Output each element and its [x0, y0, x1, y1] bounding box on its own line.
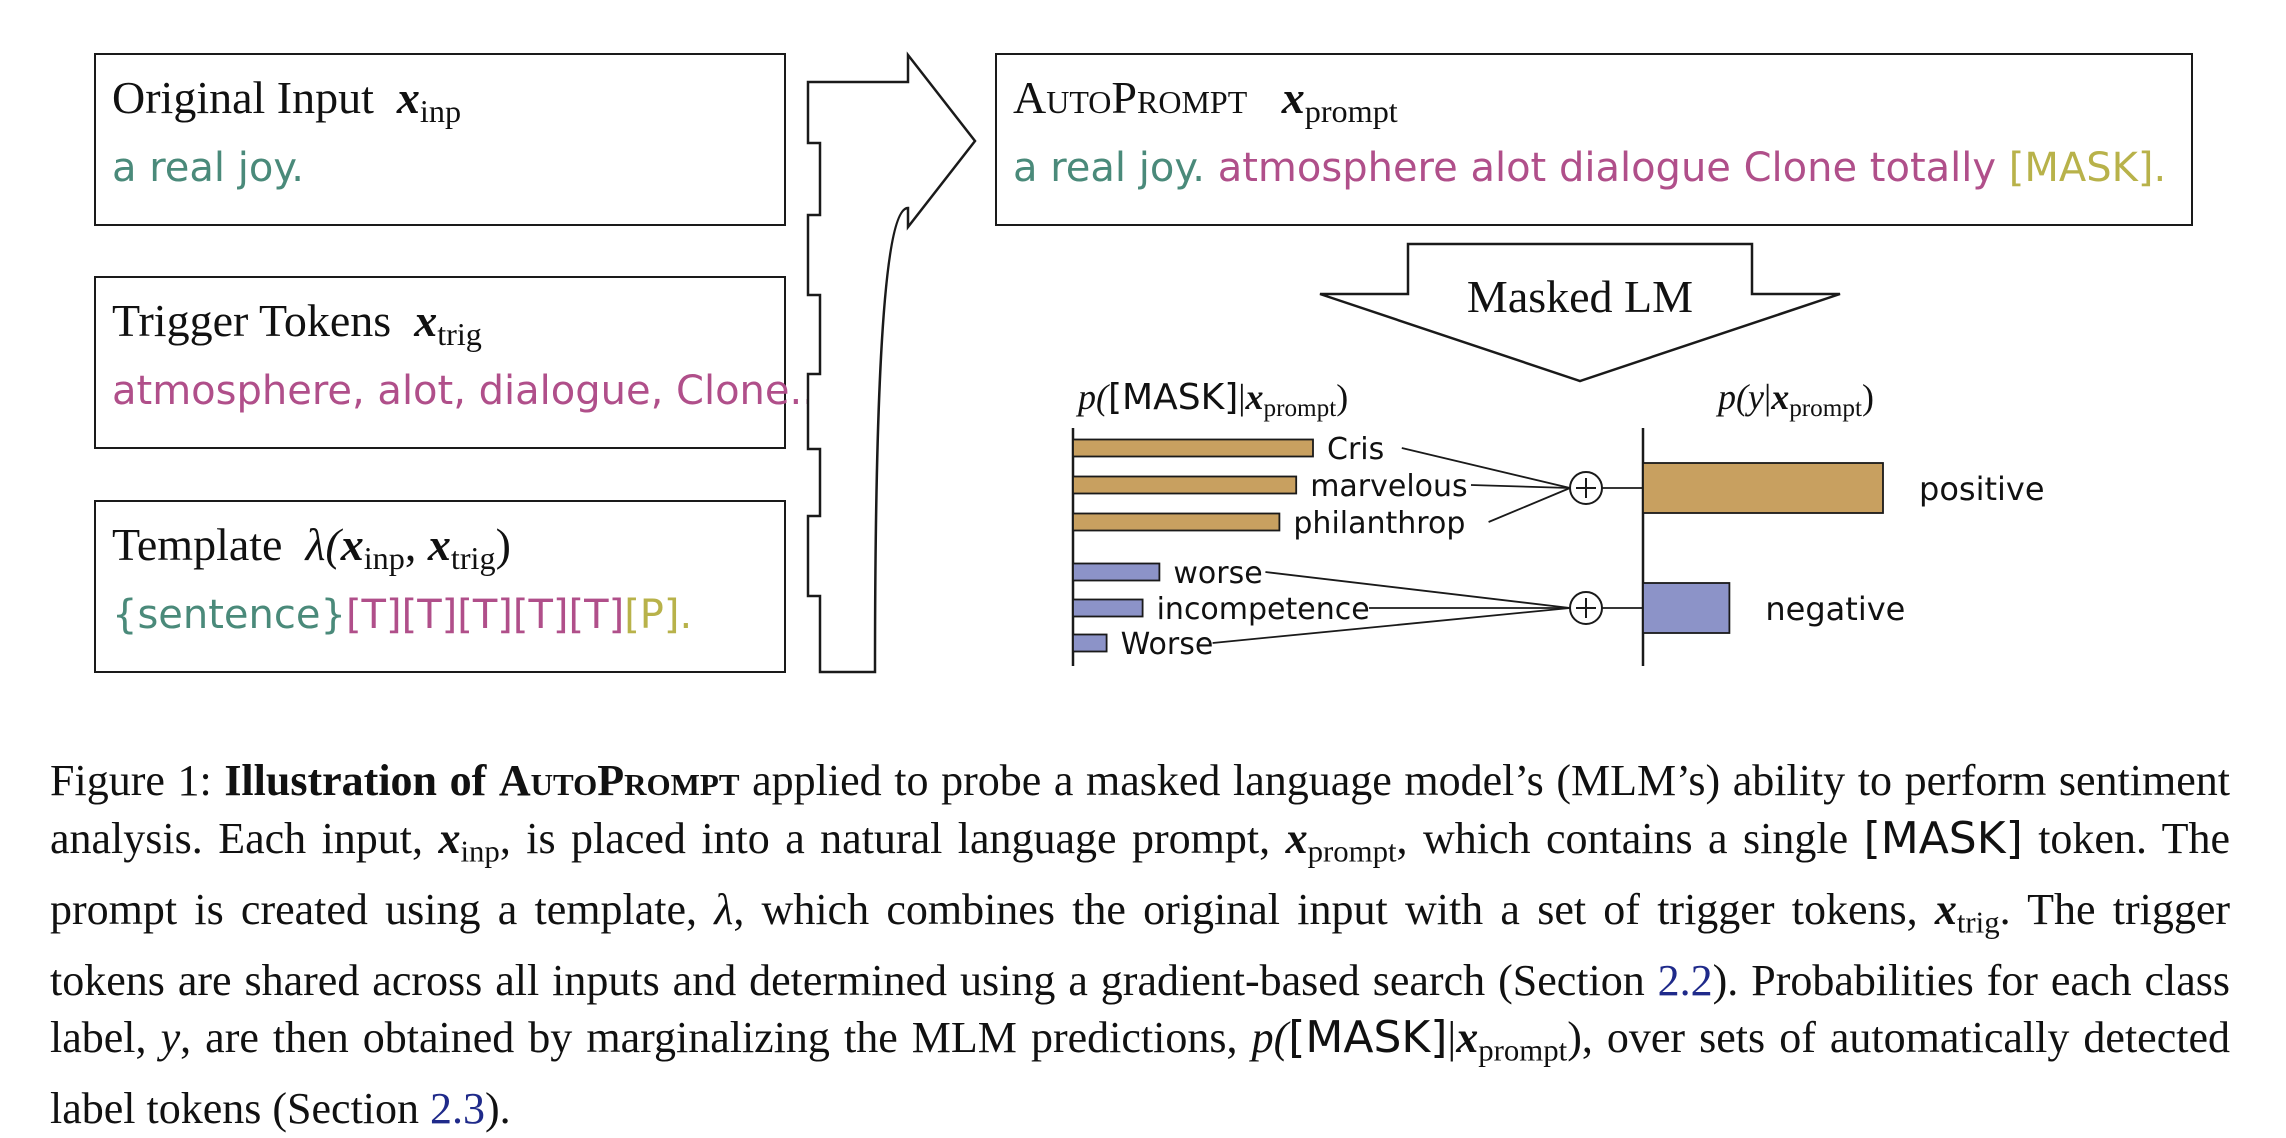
- template-pred: [P]: [624, 592, 680, 638]
- mask-label-cris: Cris: [1327, 432, 1384, 467]
- mask-bar-cris: [1072, 438, 1314, 458]
- trigger-tokens-title: Trigger Tokens xtrig: [112, 294, 482, 353]
- original-input-text: a real joy.: [112, 145, 305, 191]
- connector-cris: [1401, 447, 1571, 489]
- mask-label-worse: Worse: [1121, 627, 1214, 662]
- section-ref-2-3[interactable]: 2.3: [430, 1084, 486, 1134]
- mask-label-worse: worse: [1173, 556, 1262, 591]
- x-inp-var: xinp: [396, 72, 462, 130]
- x-trig-var: xtrig: [414, 295, 482, 353]
- connector-philanthrop: [1488, 487, 1571, 523]
- connector-marvelous: [1470, 484, 1571, 489]
- class-bar-positive: [1642, 462, 1884, 514]
- autoprompt-title-text: AutoPrompt: [1013, 72, 1248, 123]
- template-title-text: Template: [112, 519, 283, 570]
- original-input-title: Original Input xinp: [112, 71, 461, 130]
- mask-label-philanthrop: philanthrop: [1293, 506, 1465, 541]
- original-input-box: Original Input xinp a real joy.: [94, 53, 786, 226]
- class-label-negative: negative: [1765, 590, 1905, 628]
- mask-prob-label: p([MASK]|xprompt): [1078, 377, 1349, 423]
- connector-worse: [1265, 571, 1571, 609]
- masked-lm-label: Masked LM: [1466, 271, 1694, 322]
- autoprompt-mask: [MASK]: [2008, 145, 2154, 191]
- section-ref-2-2[interactable]: 2.2: [1657, 955, 1713, 1005]
- autoprompt-box: AutoPrompt xprompt a real joy. atmospher…: [995, 53, 2193, 226]
- mask-bar-incompetence: [1072, 598, 1144, 618]
- class-bar-negative: [1642, 582, 1731, 634]
- mask-label-marvelous: marvelous: [1310, 469, 1468, 504]
- class-label-positive: positive: [1919, 470, 2045, 508]
- autoprompt-title: AutoPrompt xprompt: [1013, 71, 1398, 130]
- connector-worse: [1212, 607, 1571, 644]
- class-prob-label: p(y|xprompt): [1718, 377, 1874, 423]
- trigger-tokens-box: Trigger Tokens xtrig atmosphere, alot, d…: [94, 276, 828, 449]
- autoprompt-triggers: atmosphere alot dialogue Clone totally: [1217, 145, 1997, 191]
- template-box: Template λ(xinp, xtrig) {sentence}[T][T]…: [94, 500, 786, 673]
- template-formula: λ(xinp, xtrig): [305, 519, 511, 577]
- figure-caption: Figure 1: Illustration of AutoPrompt app…: [50, 756, 2230, 1134]
- autoprompt-input: a real joy.: [1013, 145, 1206, 191]
- template-period: .: [679, 592, 693, 638]
- trigger-tokens-title-text: Trigger Tokens: [112, 295, 392, 346]
- autoprompt-period: .: [2153, 145, 2167, 191]
- mask-bar-philanthrop: [1072, 512, 1281, 532]
- autoprompt-text: a real joy. atmosphere alot dialogue Clo…: [1013, 145, 2166, 191]
- template-title: Template λ(xinp, xtrig): [112, 518, 511, 577]
- x-prompt-var: xprompt: [1281, 72, 1398, 130]
- mask-bar-worse: [1072, 562, 1161, 582]
- template-text: {sentence}[T][T][T][T][T][P].: [112, 592, 692, 638]
- template-sentence: {sentence}: [112, 592, 346, 638]
- trigger-tokens-text: atmosphere, alot, dialogue, Clone...: [112, 368, 828, 414]
- mask-bar-worse: [1072, 633, 1108, 653]
- template-triggers: [T][T][T][T][T]: [345, 592, 625, 638]
- mask-bar-marvelous: [1072, 475, 1298, 495]
- mask-label-incompetence: incompetence: [1157, 592, 1370, 627]
- original-input-title-text: Original Input: [112, 72, 374, 123]
